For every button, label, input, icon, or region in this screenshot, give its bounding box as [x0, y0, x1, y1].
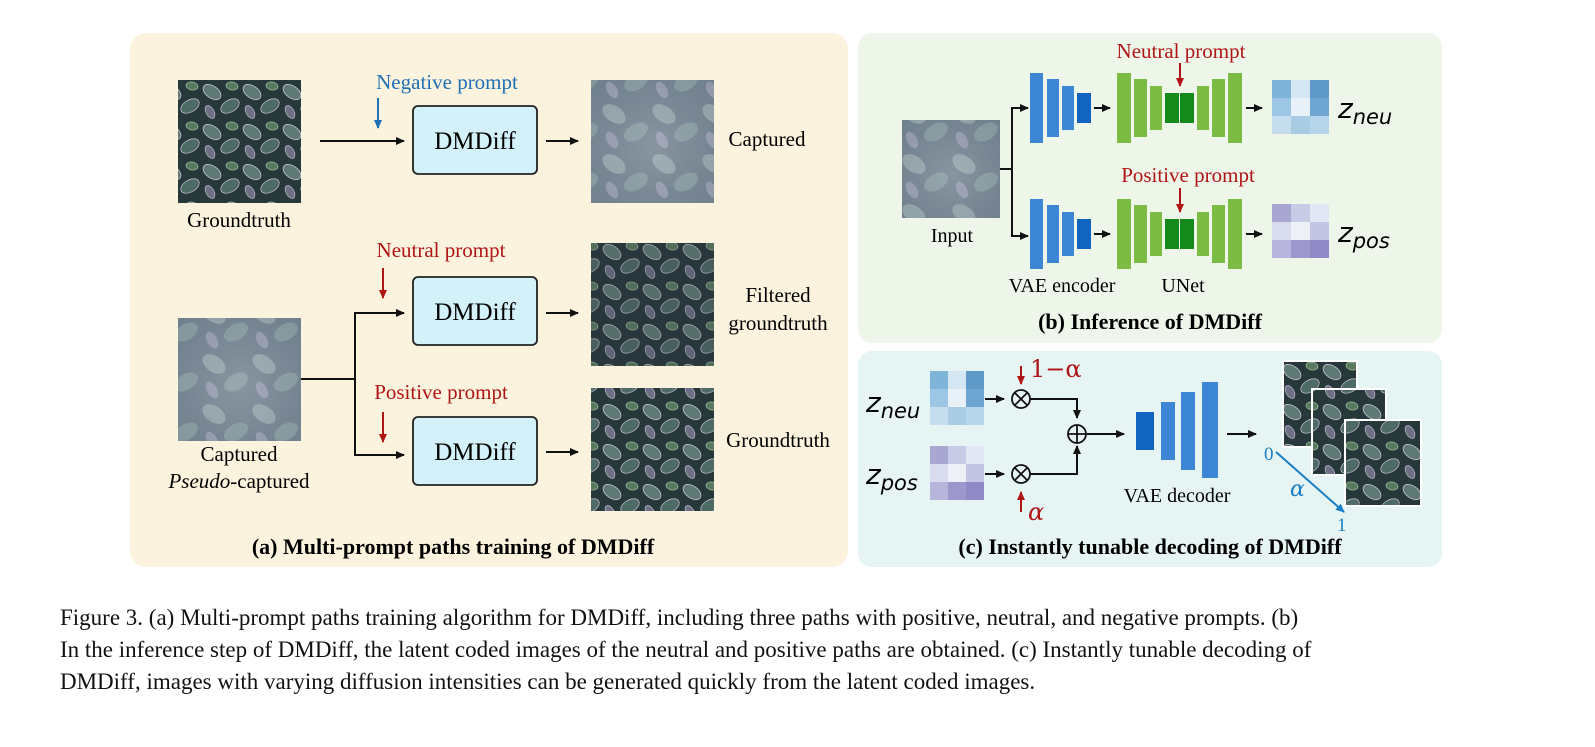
panel-a-title: (a) Multi-prompt paths training of DMDif…: [252, 534, 655, 559]
neutral-prompt-label-a: Neutral prompt: [377, 238, 506, 262]
fork-lower-b: [1011, 169, 1029, 240]
dmdiff-label-negative: DMDiff: [434, 128, 516, 155]
negative-prompt-label: Negative prompt: [376, 70, 518, 94]
caption-line-1: Figure 3. (a) Multi-prompt paths trainin…: [60, 605, 1299, 630]
alpha-axis-arrow: [1275, 451, 1345, 513]
figure-caption: Figure 3. (a) Multi-prompt paths trainin…: [60, 602, 1535, 698]
groundtruth-image: [178, 80, 301, 203]
output-stack-images: [1282, 360, 1422, 507]
z-neu-label-c: zneu: [865, 386, 920, 423]
caption-line-3: DMDiff, images with varying diffusion in…: [60, 669, 1036, 694]
plus-circle-icon: [1067, 424, 1087, 444]
fork-upper-b: [1011, 104, 1029, 169]
z-neu-label-b: zneu: [1337, 92, 1392, 129]
alpha-label-c: α: [1028, 498, 1044, 526]
filtered-label-line1: Filtered: [745, 283, 811, 307]
arrow-pos-to-plus: [1030, 445, 1081, 475]
captured-output-image: [591, 80, 714, 203]
dmdiff-module-positive: [412, 416, 538, 486]
unet-label: UNet: [1161, 275, 1205, 297]
unet-upper: [1117, 73, 1242, 143]
vae-decoder: [1136, 382, 1218, 478]
groundtruth-output-label: Groundtruth: [726, 428, 830, 452]
vae-decoder-label: VAE decoder: [1124, 485, 1231, 507]
dmdiff-module-neutral: [412, 276, 538, 346]
positive-prompt-label-a: Positive prompt: [374, 380, 508, 404]
vae-encoder-upper: [1030, 73, 1091, 143]
panel-b-title: (b) Inference of DMDiff: [1038, 309, 1262, 334]
input-label-b: Input: [931, 225, 974, 247]
dmdiff-label-neutral: DMDiff: [434, 299, 516, 326]
z-pos-label-c: zpos: [865, 458, 918, 495]
panel-c-title: (c) Instantly tunable decoding of DMDiff: [958, 534, 1342, 559]
filtered-groundtruth-image: [591, 243, 714, 366]
captured-input-image: [178, 318, 301, 441]
latent-pos-grid-c: [930, 446, 984, 500]
filtered-label-line2: groundtruth: [728, 311, 828, 335]
z-pos-label-b: zpos: [1337, 216, 1390, 253]
input-label-captured: Captured: [201, 442, 278, 466]
neutral-prompt-label-b: Neutral prompt: [1117, 39, 1246, 63]
latent-neu-grid-b: [1272, 80, 1329, 134]
branch-to-neutral: [354, 309, 405, 379]
dmdiff-label-positive: DMDiff: [434, 439, 516, 466]
alpha-axis-start: 0: [1264, 444, 1274, 465]
arrow-neu-to-plus: [1030, 398, 1081, 419]
groundtruth-label: Groundtruth: [187, 208, 291, 232]
branch-to-positive: [354, 379, 405, 459]
positive-prompt-label-b: Positive prompt: [1121, 163, 1255, 187]
latent-pos-grid-b: [1272, 204, 1329, 258]
input-image-b: [902, 120, 1000, 218]
dmdiff-module-negative: [412, 105, 538, 175]
input-label-pseudo: Pseudo-captured: [167, 469, 310, 493]
one-minus-alpha-label: 1−α: [1030, 355, 1082, 383]
groundtruth-output-image: [591, 388, 714, 511]
alpha-axis-end: 1: [1337, 515, 1347, 536]
captured-output-label: Captured: [729, 127, 806, 151]
vae-encoder-lower: [1030, 199, 1091, 269]
alpha-axis-label: α: [1290, 477, 1305, 502]
vae-encoder-label: VAE encoder: [1009, 275, 1116, 297]
unet-lower: [1117, 199, 1242, 269]
figure-diagram: Groundtruth Negative prompt DMDiff Captu…: [130, 33, 1442, 567]
caption-line-2: In the inference step of DMDiff, the lat…: [60, 637, 1312, 662]
latent-neu-grid-c: [930, 371, 984, 425]
